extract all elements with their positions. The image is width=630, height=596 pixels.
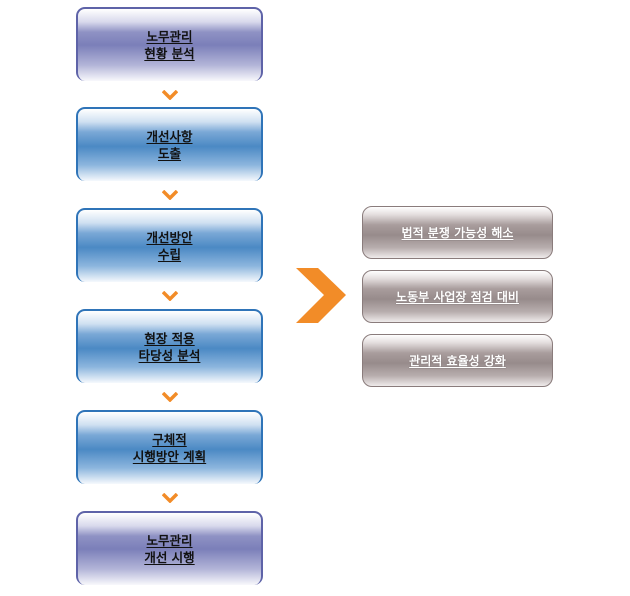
result-efficiency: 관리적 효율성 강화 [362, 334, 553, 387]
result-label: 관리적 효율성 강화 [409, 354, 506, 368]
step-improvement-plan: 개선방안 수립 [76, 208, 263, 282]
step-label: 현장 적용 타당성 분석 [138, 331, 201, 363]
chevron-down-icon [162, 493, 178, 503]
chevron-down-icon [162, 190, 178, 200]
chevron-down-icon [162, 291, 178, 301]
result-label: 노동부 사업장 점검 대비 [396, 290, 519, 304]
step-improvement-items: 개선사항 도출 [76, 107, 263, 181]
step-label: 노무관리 개선 시행 [144, 533, 195, 565]
step-implementation-plan: 구체적 시행방안 계획 [76, 410, 263, 484]
result-label: 법적 분쟁 가능성 해소 [401, 226, 514, 240]
step-label: 개선방안 수립 [146, 230, 193, 262]
step-current-analysis: 노무관리 현황 분석 [76, 7, 263, 81]
step-feasibility-analysis: 현장 적용 타당성 분석 [76, 309, 263, 383]
step-label: 개선사항 도출 [146, 129, 193, 161]
chevron-down-icon [162, 90, 178, 100]
result-legal-dispute: 법적 분쟁 가능성 해소 [362, 206, 553, 259]
step-label: 구체적 시행방안 계획 [132, 432, 207, 464]
step-label: 노무관리 현황 분석 [144, 29, 195, 61]
chevron-down-icon [162, 392, 178, 402]
result-inspection-ready: 노동부 사업장 점검 대비 [362, 270, 553, 323]
arrow-right-icon [296, 268, 346, 323]
step-implementation: 노무관리 개선 시행 [76, 511, 263, 585]
